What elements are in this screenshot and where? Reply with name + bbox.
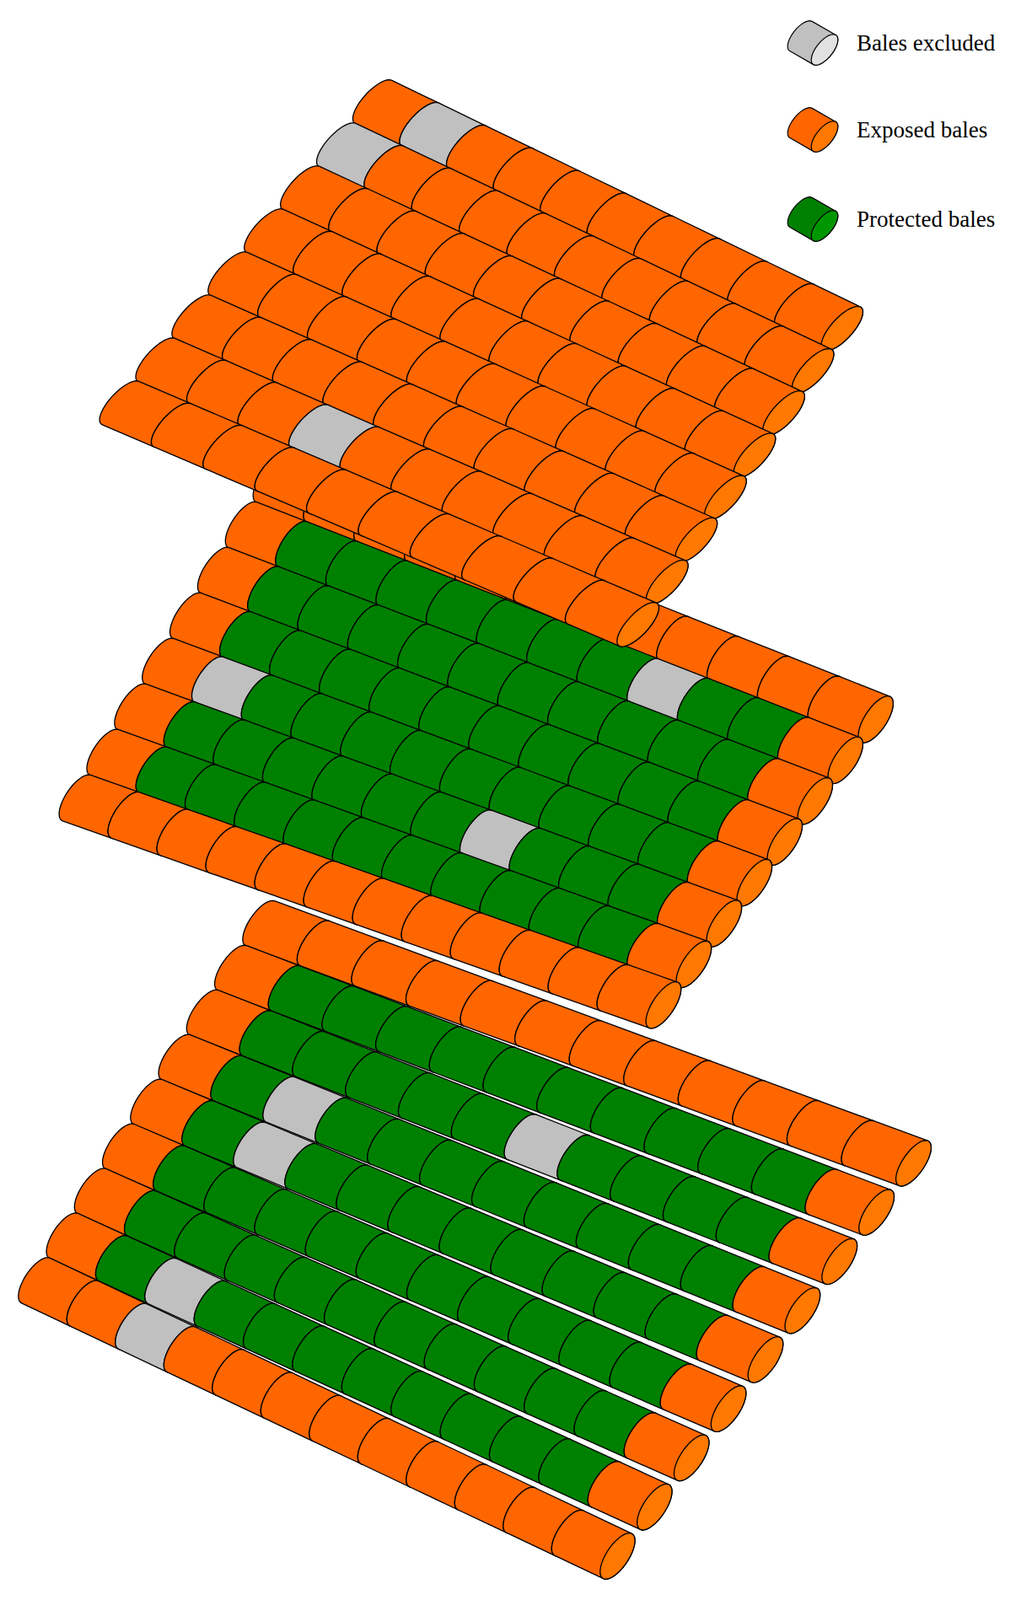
bale-body: [596, 964, 682, 1029]
bale-end: [858, 696, 893, 743]
legend-swatch: [779, 99, 849, 161]
bale-end: [676, 940, 712, 988]
bale-end: [733, 433, 776, 479]
swatch-end: [811, 210, 839, 242]
legend-label: Exposed bales: [856, 117, 988, 144]
bale-end: [896, 1140, 932, 1187]
bale-end: [822, 1238, 858, 1285]
bale-end: [704, 475, 748, 521]
legend: Bales excludedExposed balesProtected bal…: [0, 0, 1032, 253]
bale: [551, 1510, 635, 1580]
bale-end: [637, 1483, 672, 1531]
legend-swatch: [779, 188, 849, 250]
bale: [564, 580, 659, 647]
bale-end: [675, 517, 718, 563]
bale-end: [821, 306, 863, 351]
legend-entry: Exposed bales: [779, 99, 988, 161]
bale-end: [791, 349, 834, 394]
bale-end: [710, 1386, 746, 1433]
bale-end: [600, 1533, 635, 1581]
bale-end: [767, 818, 802, 866]
legend-entry: Bales excluded: [779, 12, 995, 74]
swatch-end: [811, 34, 839, 65]
bale-end: [617, 602, 660, 648]
legend-label: Bales excluded: [856, 30, 995, 57]
bale-end: [645, 559, 688, 605]
bale-end: [736, 859, 772, 906]
swatch-body: [787, 107, 839, 153]
bale-body: [564, 580, 659, 647]
swatch-body: [787, 21, 839, 66]
bale-body: [551, 1510, 635, 1580]
legend-label: Protected bales: [856, 206, 995, 233]
swatch-body: [787, 197, 839, 242]
bale-end: [784, 1287, 821, 1333]
bale-end: [747, 1337, 784, 1383]
swatch-end: [811, 121, 839, 152]
legend-entry: Protected bales: [779, 188, 995, 250]
bale-end: [645, 982, 682, 1029]
bale-end: [827, 736, 863, 784]
bale-end: [674, 1435, 710, 1482]
legend-swatch: [779, 12, 849, 74]
bale-end: [706, 900, 742, 947]
bale: [596, 964, 682, 1029]
bale-end: [797, 778, 833, 825]
bale-end: [763, 391, 806, 436]
bale-end: [859, 1189, 895, 1236]
